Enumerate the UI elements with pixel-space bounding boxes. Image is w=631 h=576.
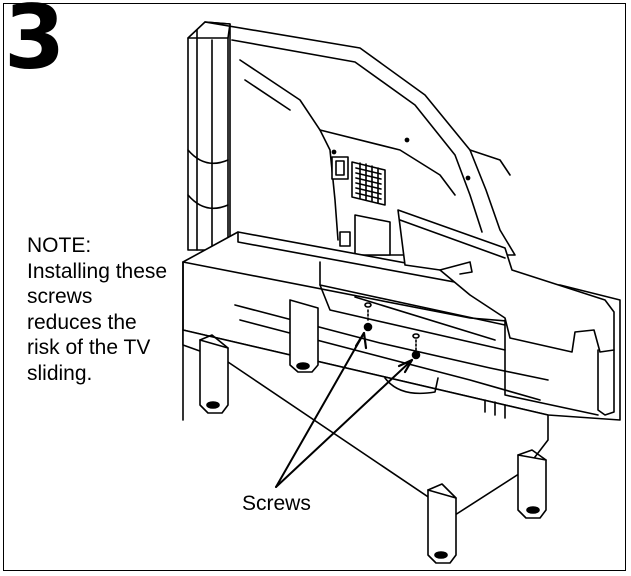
note-line: reduces the — [27, 310, 137, 334]
screws-callout-label: Screws — [242, 492, 311, 515]
note-line: Installing these — [27, 259, 168, 283]
step-number: 3 — [4, 0, 66, 89]
callout-arrows — [275, 331, 414, 488]
tv-side-bezel — [187, 21, 231, 251]
note-line: risk of the TV — [27, 336, 151, 359]
screw — [411, 333, 421, 360]
rear-board — [397, 209, 615, 416]
stand-leg — [517, 449, 547, 519]
stand-leg — [427, 483, 457, 564]
note-line: screws — [27, 285, 93, 308]
stand-leg — [289, 299, 319, 373]
note-heading: NOTE: — [27, 234, 92, 257]
rear-panel — [331, 137, 495, 261]
stand-leg — [199, 334, 229, 414]
screw — [363, 302, 373, 332]
note-block: NOTE: Installing these screws reduces th… — [27, 233, 187, 386]
tv-cabinet — [204, 21, 516, 256]
note-line: sliding. — [27, 361, 93, 385]
